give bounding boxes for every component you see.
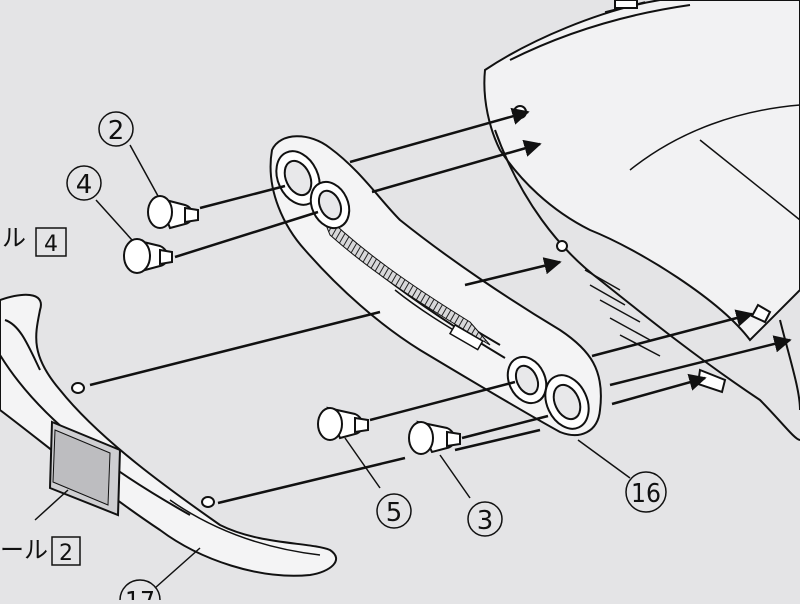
callout-2-label: 2 <box>108 116 125 146</box>
callout-3-label: 3 <box>477 506 494 536</box>
grille-slats <box>584 269 661 357</box>
part-2-lamp <box>147 195 199 230</box>
part-17-bumper <box>0 293 338 577</box>
part-4-lamp <box>123 238 173 274</box>
callout-16: 16 <box>625 471 667 513</box>
decal-ref-4: ル 4 <box>2 224 67 257</box>
callout-4: 4 <box>66 165 102 201</box>
callout-16-label: 16 <box>631 479 661 509</box>
callout-17: 17 <box>119 579 161 604</box>
part-5-lamp <box>317 406 369 441</box>
part-16-grille-panel <box>269 135 602 437</box>
decal-ref-2: ール 2 <box>0 536 81 566</box>
decal-ref-4-text: ル <box>2 224 26 252</box>
decal-ref-4-box-label: 4 <box>44 232 58 257</box>
part-3-lamp <box>408 420 461 455</box>
callout-4-label: 4 <box>76 170 93 200</box>
assembly-lines <box>89 107 792 505</box>
callout-5: 5 <box>376 493 412 529</box>
decal-ref-2-box-label: 2 <box>59 541 73 566</box>
callout-2: 2 <box>98 111 134 147</box>
callout-3: 3 <box>467 501 503 537</box>
callout-17-label: 17 <box>125 587 155 600</box>
callout-5-label: 5 <box>386 498 403 528</box>
leader-lines <box>34 144 631 589</box>
decal-ref-2-text: ール <box>0 536 48 564</box>
